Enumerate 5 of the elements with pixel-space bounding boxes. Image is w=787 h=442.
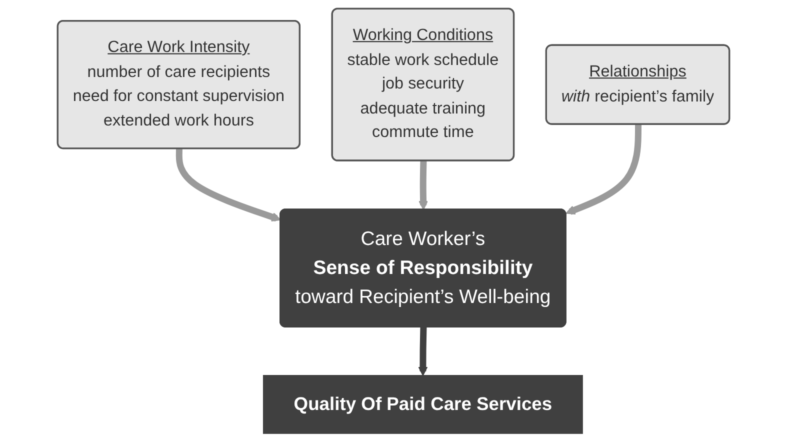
arrow <box>418 327 428 376</box>
arrow <box>566 124 642 215</box>
arrow <box>176 148 282 222</box>
arrow <box>418 160 428 210</box>
node-box: Quality Of Paid Care Services <box>262 375 583 434</box>
